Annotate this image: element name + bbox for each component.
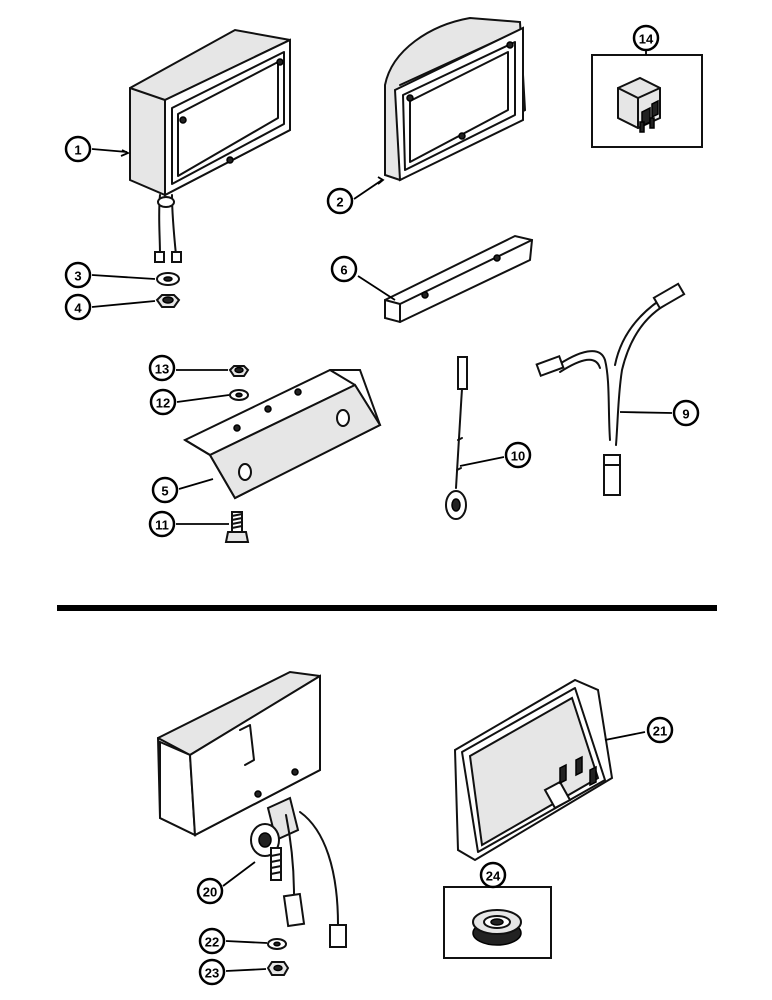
callout-11-circle: [148, 510, 176, 538]
callout-11-label: 11: [155, 518, 169, 533]
callout-6-label: 6: [340, 263, 347, 278]
part-6-mounting-strap: [384, 234, 534, 324]
callout-24-circle: [479, 861, 507, 889]
callout-9-circle: [672, 399, 700, 427]
callout-9-label: 9: [682, 407, 689, 422]
part-14-relay: [591, 54, 703, 148]
callout-3: 3: [64, 261, 92, 289]
callout-2-circle: [326, 187, 354, 215]
callout-22-circle: [198, 927, 226, 955]
callout-13-circle: [148, 354, 176, 382]
callout-24-label: 24: [486, 869, 501, 884]
callout-5-circle: [151, 476, 179, 504]
callout-24: 24: [479, 861, 507, 889]
part-2-work-lamp: [384, 16, 527, 182]
part-1-work-lamp: [129, 28, 291, 263]
callout-2: 2: [326, 187, 354, 215]
callout-22: 22: [198, 927, 226, 955]
callout-3-circle: [64, 261, 92, 289]
callout-5-label: 5: [161, 484, 168, 499]
leader-lines: [91, 50, 673, 972]
callout-13: 13: [148, 354, 176, 382]
callout-6-circle: [330, 255, 358, 283]
callout-23-circle: [198, 958, 226, 986]
callout-14-circle: [632, 24, 660, 52]
callout-3-label: 3: [74, 269, 81, 284]
part-5-angle-bracket: [182, 369, 382, 500]
callout-23-label: 23: [205, 966, 219, 981]
callout-10-circle: [504, 441, 532, 469]
callout-6: 6: [330, 255, 358, 283]
callout-21: 21: [646, 716, 674, 744]
callout-10: 10: [504, 441, 532, 469]
part-10-ring-terminal-lead: [445, 356, 468, 520]
callout-4-circle: [64, 293, 92, 321]
callout-22-label: 22: [205, 935, 219, 950]
callout-1-label: 1: [74, 143, 81, 158]
part-3-lock-washer: [156, 272, 180, 286]
part-23-nut: [266, 961, 290, 976]
part-12-washer: [229, 389, 249, 401]
callout-20-circle: [196, 877, 224, 905]
callout-12-label: 12: [156, 396, 170, 411]
callout-12: 12: [149, 388, 177, 416]
callout-2-label: 2: [336, 195, 343, 210]
part-4-nut: [155, 294, 181, 308]
callout-5: 5: [151, 476, 179, 504]
callout-11: 11: [148, 510, 176, 538]
part-9-y-harness: [535, 282, 686, 496]
callout-1: 1: [64, 135, 92, 163]
callout-14: 14: [632, 24, 660, 52]
part-11-bolt: [224, 511, 250, 543]
callout-14-label: 14: [639, 32, 654, 47]
callout-21-label: 21: [653, 724, 667, 739]
callout-12-circle: [149, 388, 177, 416]
callout-4: 4: [64, 293, 92, 321]
callout-20-label: 20: [203, 885, 217, 900]
section-divider: [57, 605, 717, 611]
part-20-lamp-with-mount: [156, 670, 347, 948]
callout-20: 20: [196, 877, 224, 905]
callout-9: 9: [672, 399, 700, 427]
part-21-sealed-beam-insert: [453, 678, 614, 862]
part-24-grommet: [443, 886, 552, 959]
part-13-nut: [228, 365, 250, 377]
callout-13-label: 13: [155, 362, 169, 377]
callout-4-label: 4: [74, 301, 82, 316]
part-22-washer: [267, 938, 287, 950]
callout-23: 23: [198, 958, 226, 986]
callout-10-label: 10: [511, 449, 525, 464]
callout-1-circle: [64, 135, 92, 163]
callout-21-circle: [646, 716, 674, 744]
